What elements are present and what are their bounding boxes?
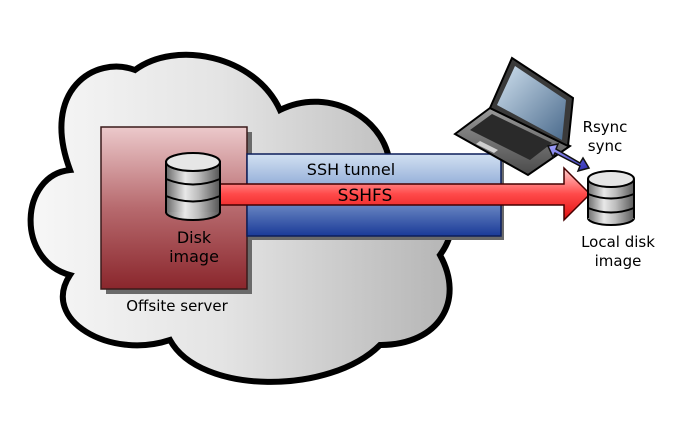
sshfs-arrow xyxy=(217,166,592,222)
offsite-server-label: Offsite server xyxy=(126,297,228,315)
local-disk-label-1: Local disk xyxy=(581,233,655,251)
ssh-tunnel-label: SSH tunnel xyxy=(307,160,395,179)
disk-image-label-2: image xyxy=(169,247,219,266)
disk-image-label-1: Disk xyxy=(177,228,212,247)
offsite-disk-icon xyxy=(165,152,221,221)
local-disk-icon xyxy=(587,170,635,226)
rsync-arrow xyxy=(546,142,591,173)
sshfs-label: SSHFS xyxy=(338,186,393,206)
rsync-label-2: sync xyxy=(588,137,622,155)
rsync-label-1: Rsync xyxy=(583,118,628,136)
laptop-icon xyxy=(453,56,575,177)
local-disk-label-2: image xyxy=(595,252,642,270)
